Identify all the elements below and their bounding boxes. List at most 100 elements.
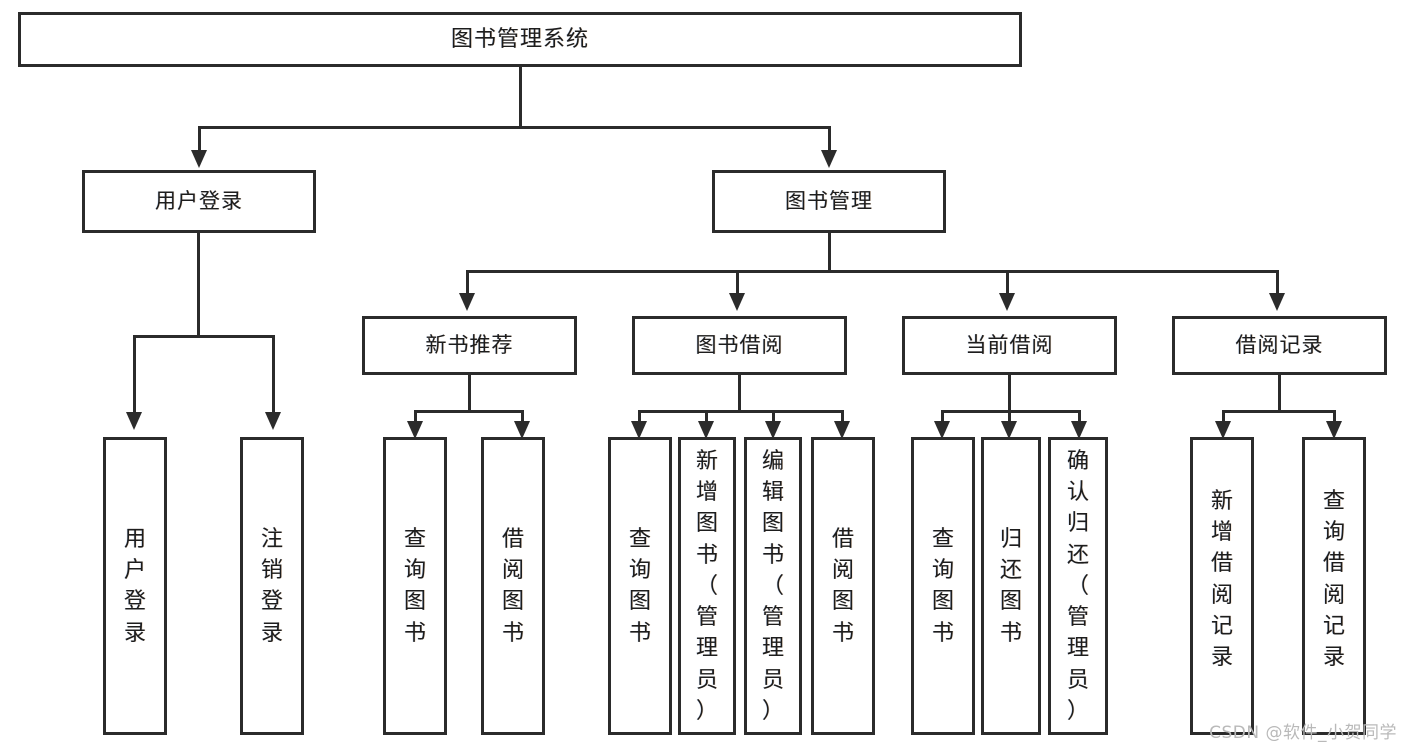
leaf-label-char: 书 (831, 620, 854, 646)
leaf-label-char: 询 (931, 558, 954, 584)
leaf-label-char: 归 (999, 527, 1022, 552)
leaf-label: 用户登录 (106, 524, 164, 649)
arrowhead-root-to-book-management (821, 150, 837, 168)
leaf-label-char: 新 (1210, 489, 1233, 514)
connector-level3-drop-2 (736, 270, 739, 295)
leaf-label-char: 理 (1066, 636, 1089, 662)
arrowhead-level3-2 (729, 293, 745, 311)
node-book-management[interactable]: 图书管理 (712, 170, 946, 233)
leaf-label-char: （ (761, 573, 784, 599)
leaf-label-char: 书 (999, 620, 1022, 646)
leaf-label-char: 员 (761, 667, 784, 693)
arrowhead-borrow-record-leaf-2 (1326, 421, 1342, 439)
leaf-book-borrow-borrow[interactable]: 借阅图书 (811, 437, 875, 735)
leaf-label-char: 图 (999, 589, 1022, 615)
node-current-borrow[interactable]: 当前借阅 (902, 316, 1117, 375)
connector-user-login-drop-1 (133, 335, 136, 415)
leaf-label-char: 图 (831, 589, 854, 615)
node-root-book-management-system[interactable]: 图书管理系统 (18, 12, 1022, 67)
arrowhead-borrow-record-leaf-1 (1215, 421, 1231, 439)
leaf-label-char: 认 (1066, 480, 1089, 506)
leaf-label-char: 确 (1066, 449, 1089, 474)
leaf-label-char: 图 (931, 589, 954, 615)
connector-current-borrow-bus (941, 410, 1081, 413)
leaf-label-char: ） (695, 698, 718, 724)
leaf-label-char: 管 (695, 605, 718, 631)
node-user-login[interactable]: 用户登录 (82, 170, 316, 233)
arrowhead-level3-3 (999, 293, 1015, 311)
leaf-label: 查询图书 (611, 524, 669, 649)
leaf-borrow-record-query[interactable]: 查询借阅记录 (1302, 437, 1366, 735)
leaf-label-char: 图 (761, 511, 784, 537)
leaf-current-borrow-return[interactable]: 归还图书 (981, 437, 1041, 735)
leaf-current-borrow-query[interactable]: 查询图书 (911, 437, 975, 735)
connector-root-stem (519, 67, 522, 126)
arrowhead-new-book-leaf-1 (407, 421, 423, 439)
leaf-label: 编辑图书（管理员） (747, 446, 799, 727)
connector-user-login-bus (133, 335, 275, 338)
leaf-label-char: 阅 (831, 558, 854, 584)
leaf-label: 查询借阅记录 (1305, 486, 1363, 673)
connector-level3-drop-1 (466, 270, 469, 295)
leaf-label-char: 销 (260, 558, 283, 584)
leaf-label-char: 录 (1210, 645, 1233, 671)
connector-new-book-drop-1 (414, 410, 417, 424)
leaf-label-char: 登 (123, 589, 146, 615)
node-label: 用户登录 (155, 189, 243, 214)
leaf-label-char: 管 (1066, 605, 1089, 631)
leaf-label: 新增图书（管理员） (681, 446, 733, 727)
connector-book-borrow-drop-2 (705, 410, 708, 424)
leaf-label: 注销登录 (243, 524, 301, 649)
node-label: 图书管理 (785, 189, 873, 214)
leaf-label-char: 图 (403, 589, 426, 615)
arrowhead-root-to-user-login (191, 150, 207, 168)
leaf-label-char: 阅 (1210, 582, 1233, 608)
leaf-label-char: 询 (628, 558, 651, 584)
connector-book-borrow-drop-4 (841, 410, 844, 424)
leaf-new-book-query[interactable]: 查询图书 (383, 437, 447, 735)
node-borrow-record[interactable]: 借阅记录 (1172, 316, 1387, 375)
leaf-new-book-borrow[interactable]: 借阅图书 (481, 437, 545, 735)
leaf-label-char: 员 (695, 667, 718, 693)
leaf-label-char: 辑 (761, 480, 784, 506)
leaf-label-char: 新 (695, 449, 718, 474)
leaf-label-char: 户 (123, 558, 146, 584)
connector-current-borrow-drop-2 (1008, 410, 1011, 424)
leaf-label-char: 书 (501, 620, 524, 646)
leaf-label: 查询图书 (386, 524, 444, 649)
leaf-label-char: 还 (999, 558, 1022, 584)
leaf-label-char: 查 (403, 527, 426, 552)
leaf-label-char: ） (1066, 698, 1089, 724)
leaf-label-char: 书 (403, 620, 426, 646)
leaf-label-char: 归 (1066, 511, 1089, 537)
leaf-user-login-logout[interactable]: 注销登录 (240, 437, 304, 735)
leaf-label-char: 用 (123, 527, 146, 552)
node-new-book-recommend[interactable]: 新书推荐 (362, 316, 577, 375)
leaf-borrow-record-add[interactable]: 新增借阅记录 (1190, 437, 1254, 735)
leaf-book-borrow-query[interactable]: 查询图书 (608, 437, 672, 735)
leaf-label-char: 询 (403, 558, 426, 584)
connector-root-bus (198, 126, 831, 129)
leaf-current-borrow-confirm-return[interactable]: 确认归还（管理员） (1048, 437, 1108, 735)
arrowhead-book-borrow-leaf-1 (631, 421, 647, 439)
connector-book-borrow-drop-1 (638, 410, 641, 424)
leaf-book-borrow-edit[interactable]: 编辑图书（管理员） (744, 437, 802, 735)
connector-borrow-record-bus (1222, 410, 1336, 413)
node-book-borrow[interactable]: 图书借阅 (632, 316, 847, 375)
leaf-user-login-login[interactable]: 用户登录 (103, 437, 167, 735)
leaf-label-char: 图 (501, 589, 524, 615)
connector-user-login-drop-2 (272, 335, 275, 415)
connector-book-borrow-bus (638, 410, 844, 413)
connector-user-login-stem (197, 233, 200, 335)
leaf-label-char: 记 (1322, 613, 1345, 639)
leaf-label-char: 阅 (1322, 582, 1345, 608)
connector-borrow-record-drop-1 (1222, 410, 1225, 424)
connector-new-book-bus (414, 410, 524, 413)
leaf-label-char: 登 (260, 589, 283, 615)
leaf-label-char: ） (761, 698, 784, 724)
connector-level3-drop-4 (1276, 270, 1279, 295)
leaf-label-char: 借 (1322, 551, 1345, 577)
leaf-label-char: 借 (1210, 551, 1233, 577)
leaf-book-borrow-add[interactable]: 新增图书（管理员） (678, 437, 736, 735)
